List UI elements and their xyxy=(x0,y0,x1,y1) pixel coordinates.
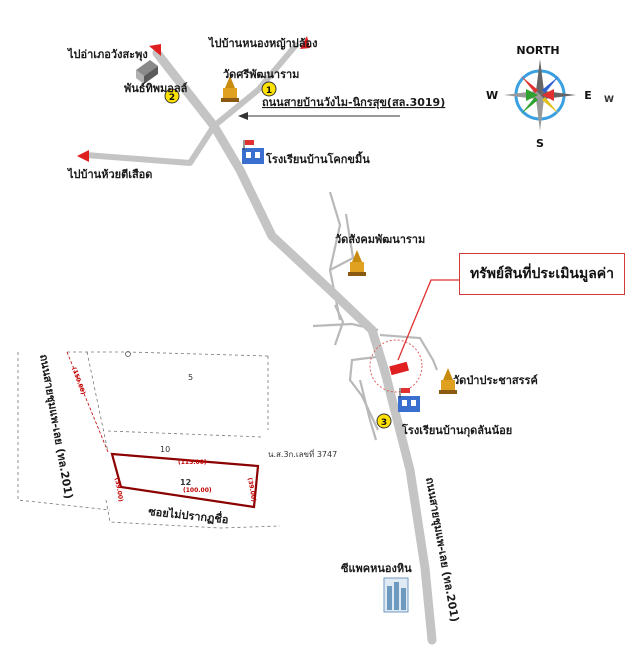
west-highway-label: ถนนสายชุมแพ-เลย (ทล.201) xyxy=(36,353,75,500)
school-icon xyxy=(242,140,264,164)
compass-east-label: E xyxy=(584,89,592,102)
arrow-north-west-icon xyxy=(149,44,161,56)
road-label-3019: ถนนสายบ้านวังไม-นิกรสุข(สล.3019) xyxy=(262,95,445,110)
place-wat-sriphatthanaram: วัดศรีพัฒนาราม xyxy=(223,68,299,81)
minor-roads xyxy=(312,191,439,441)
dim-vertical: (150.00) xyxy=(70,366,86,396)
compass-south-label: S xyxy=(536,137,544,150)
arrow-north-icon xyxy=(300,36,310,49)
dim-left: (39.00) xyxy=(113,477,124,503)
place-school-khok-khamin: โรงเรียนบ้านโคกขมิ้น xyxy=(265,151,370,166)
school-icon xyxy=(398,388,420,412)
road-arrows xyxy=(77,36,310,162)
marker-2: 2 xyxy=(164,88,180,104)
factory-icon xyxy=(383,577,409,613)
compass-west-label: W xyxy=(486,89,498,102)
arrow-west-icon xyxy=(77,150,89,162)
place-wat-sangkhom: วัดสังคมพัฒนาราม xyxy=(335,233,425,246)
marker-3: 3 xyxy=(376,413,392,429)
main-roads xyxy=(83,42,437,645)
subject-plot-outline xyxy=(110,452,260,509)
plot-label-5: 5 xyxy=(188,373,193,382)
temple-icon xyxy=(221,76,239,102)
svg-text:1: 1 xyxy=(266,86,272,96)
place-school-kut-lan-noi: โรงเรียนบ้านกุดลันน้อย xyxy=(401,423,512,438)
marker-1: 1 xyxy=(261,81,277,97)
subject-property-callout: ทรัพย์สินที่ประเมินมูลค่า xyxy=(459,253,625,295)
compass-rose-icon: NORTH S E W xyxy=(486,44,592,150)
place-wat-pa-prachasan: วัดป่าประชาสรรค์ xyxy=(453,374,538,387)
soi-label: ซอยไม่ปรากฏชื่อ xyxy=(148,503,230,526)
mall-icon xyxy=(136,60,158,84)
road-label-pointer xyxy=(238,112,400,120)
cadastral-plan: 5 10 12 น.ส.3ก.เลขที่ 3747 (115.00) (100… xyxy=(17,351,337,529)
plot-label-12: 12 xyxy=(180,478,191,487)
dim-top: (115.00) xyxy=(178,459,207,466)
place-phanthip-mall: พันธ์ทิพมอลล์ xyxy=(124,82,188,95)
road-label-nong-ya-plong: ไปบ้านหนองหญ้าปล้อง xyxy=(207,36,317,50)
road-label-wang-saphung: ไปอ่าเภอวังสะพุง xyxy=(66,47,148,62)
temple-icon xyxy=(348,250,366,276)
temple-icon xyxy=(439,368,457,394)
compass-north-label: NORTH xyxy=(516,44,559,57)
subject-property xyxy=(369,279,460,393)
edge-west-label: W xyxy=(604,95,614,105)
svg-text:3: 3 xyxy=(381,418,387,428)
place-cpac: ซีแพคหนองหิน xyxy=(341,562,412,575)
road-label-huai-sai: ไปบ้านห้วยตีเสือด xyxy=(66,167,152,181)
dim-bottom: (100.00) xyxy=(183,487,212,494)
plot-label-10: 10 xyxy=(160,445,170,454)
subject-property-title: ทรัพย์สินที่ประเมินมูลค่า xyxy=(469,266,615,282)
svg-text:2: 2 xyxy=(169,93,175,103)
deed-number: น.ส.3ก.เลขที่ 3747 xyxy=(268,448,337,459)
dim-right: (39.00) xyxy=(246,477,257,503)
